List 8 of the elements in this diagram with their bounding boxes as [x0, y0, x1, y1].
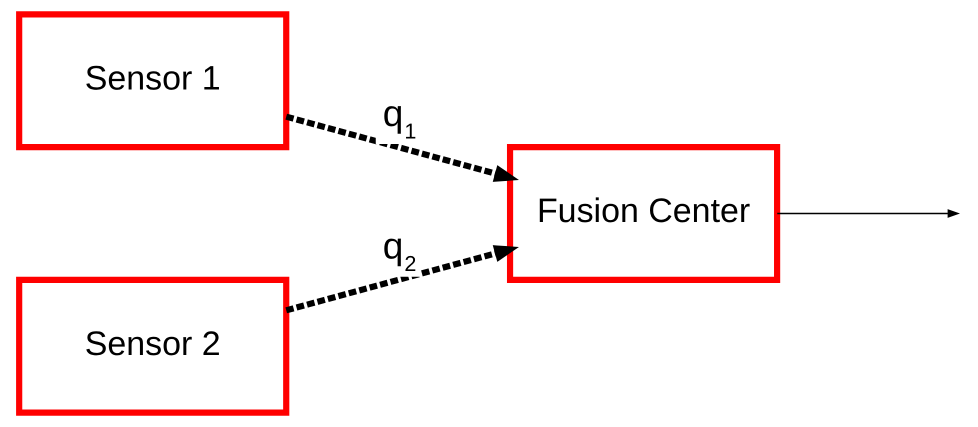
arrow	[777, 209, 960, 218]
node-box: Sensor 1	[16, 11, 290, 150]
arrow	[285, 245, 519, 314]
edge-label: q$_{2}$	[382, 224, 416, 276]
arrow	[285, 114, 519, 182]
node-box: Fusion Center	[506, 144, 780, 283]
node-box: Sensor 2	[16, 276, 290, 416]
edge-label: q$_{1}$	[382, 92, 416, 144]
